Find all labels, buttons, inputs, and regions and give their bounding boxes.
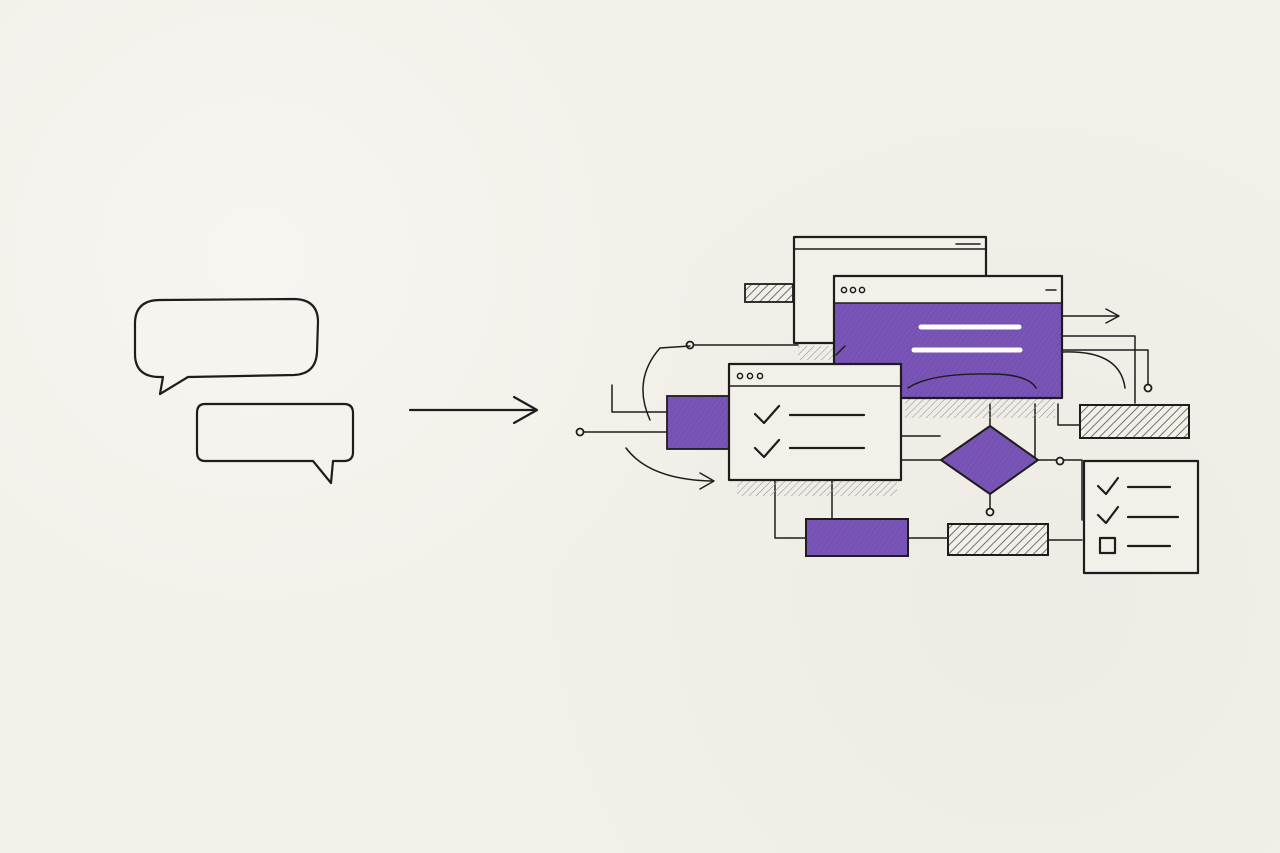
- workflow-diagram: [575, 235, 1200, 575]
- checklist-window: [727, 362, 903, 482]
- checkbox-empty-icon: [1098, 536, 1117, 555]
- connector-node: [985, 507, 995, 517]
- window-dot: [849, 286, 857, 294]
- checkmark-icon: [1096, 505, 1120, 525]
- shadow-hatch: [798, 346, 834, 360]
- purple-block: [666, 395, 732, 450]
- window-dot: [840, 286, 848, 294]
- checkmark-icon: [753, 438, 781, 459]
- window-dot: [736, 372, 744, 380]
- speech-bubble-icon: [195, 402, 355, 485]
- hatched-block: [744, 283, 794, 303]
- connector-node: [685, 340, 695, 350]
- decision-diamond: [939, 424, 1040, 496]
- arrow-right-icon: [408, 395, 539, 425]
- checkmark-icon: [1096, 476, 1120, 496]
- connector-lines: [575, 308, 1153, 541]
- hatched-block: [1079, 404, 1190, 439]
- connector-node: [1055, 456, 1065, 466]
- window-dot: [858, 286, 866, 294]
- window-dot: [746, 372, 754, 380]
- window-dot: [756, 372, 764, 380]
- hatched-block: [947, 523, 1049, 556]
- speech-bubble-icon: [133, 297, 320, 396]
- connector-node: [1143, 383, 1153, 393]
- shadow-hatch: [905, 398, 1055, 418]
- checkmark-icon: [753, 404, 781, 425]
- process-box: [805, 518, 909, 557]
- speech-bubbles: [133, 297, 355, 485]
- checklist-card: [1082, 459, 1200, 575]
- connector-node: [575, 427, 585, 437]
- shadow-hatch: [737, 480, 897, 496]
